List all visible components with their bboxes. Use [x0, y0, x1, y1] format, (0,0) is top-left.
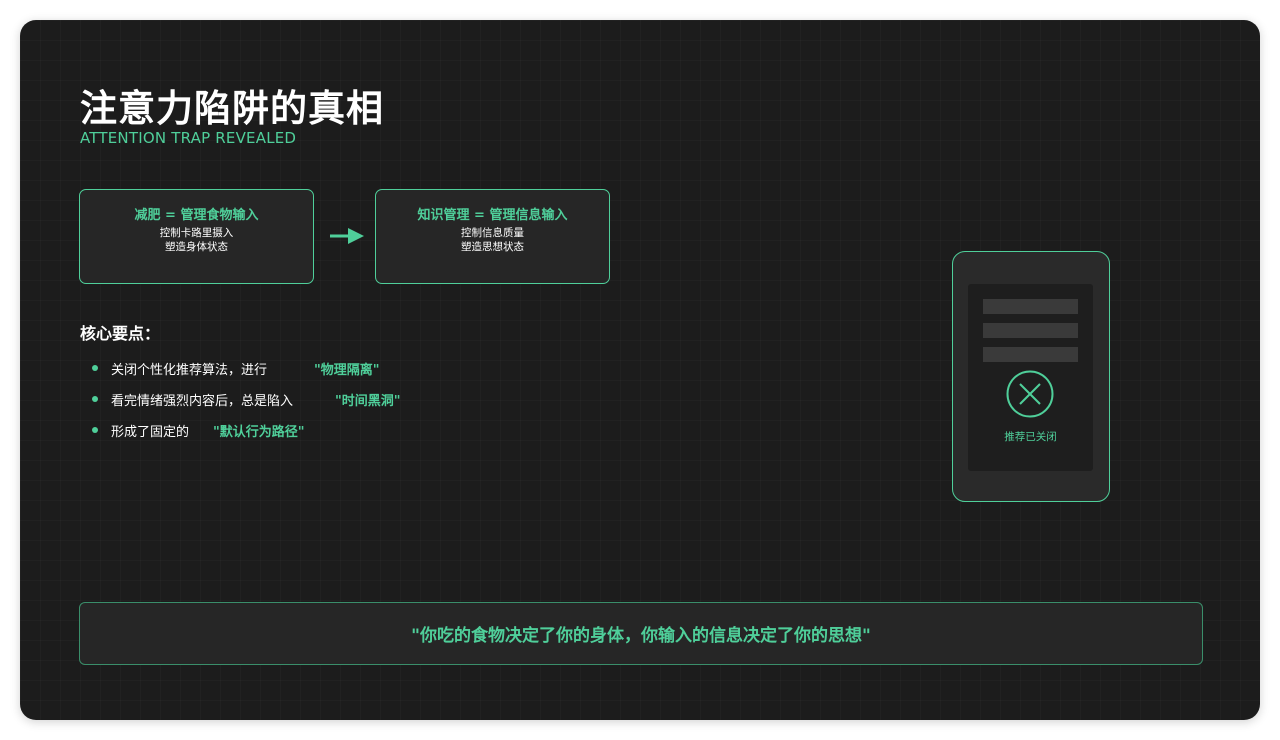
key-points-heading: 核心要点： [80, 324, 161, 343]
bullet-dot-icon [92, 365, 98, 371]
key-point-item: 关闭个性化推荐算法，进行 "物理隔离" [92, 358, 380, 378]
comparison-card-line: 控制卡路里摄入 [159, 227, 234, 239]
phone-screen: 推荐已关闭 [968, 284, 1093, 471]
content-placeholder-bar [983, 347, 1078, 362]
comparison-card-line: 塑造身体状态 [165, 241, 228, 253]
bullet-dot-icon [92, 396, 98, 402]
recommendation-off-label: 推荐已关闭 [1004, 431, 1057, 443]
key-point-item: 形成了固定的 "默认行为路径" [92, 420, 305, 440]
comparison-card-title: 减肥 = 管理食物输入 [134, 208, 259, 223]
slide: 注意力陷阱的真相 ATTENTION TRAP REVEALED 减肥 = 管理… [20, 20, 1260, 720]
key-point-text: 形成了固定的 [111, 424, 190, 440]
quote-text: "你吃的食物决定了你的身体，你输入的信息决定了你的思想" [411, 626, 871, 646]
key-point-text: 关闭个性化推荐算法，进行 [111, 362, 268, 378]
close-circle-icon [1006, 370, 1054, 418]
comparison-card-knowledge: 知识管理 = 管理信息输入 控制信息质量 塑造思想状态 [375, 189, 610, 284]
key-point-emphasis: "物理隔离" [314, 362, 380, 378]
bullet-dot-icon [92, 427, 98, 433]
comparison-card-line: 塑造思想状态 [461, 241, 524, 253]
key-point-emphasis: "默认行为路径" [213, 424, 305, 440]
content-placeholder-bar [983, 323, 1078, 338]
comparison-card-diet: 减肥 = 管理食物输入 控制卡路里摄入 塑造身体状态 [79, 189, 314, 284]
phone-illustration: 推荐已关闭 [952, 251, 1110, 502]
comparison-card-title: 知识管理 = 管理信息输入 [417, 208, 568, 223]
content-placeholder-bar [983, 299, 1078, 314]
key-point-item: 看完情绪强烈内容后，总是陷入 "时间黑洞" [92, 389, 401, 409]
page-subtitle: ATTENTION TRAP REVEALED [80, 129, 297, 147]
key-point-text: 看完情绪强烈内容后，总是陷入 [111, 393, 294, 409]
comparison-card-line: 控制信息质量 [461, 227, 524, 239]
page-title: 注意力陷阱的真相 [80, 87, 384, 130]
arrow-right-icon [330, 228, 364, 244]
quote-banner: "你吃的食物决定了你的身体，你输入的信息决定了你的思想" [79, 602, 1203, 665]
key-point-emphasis: "时间黑洞" [335, 393, 401, 409]
